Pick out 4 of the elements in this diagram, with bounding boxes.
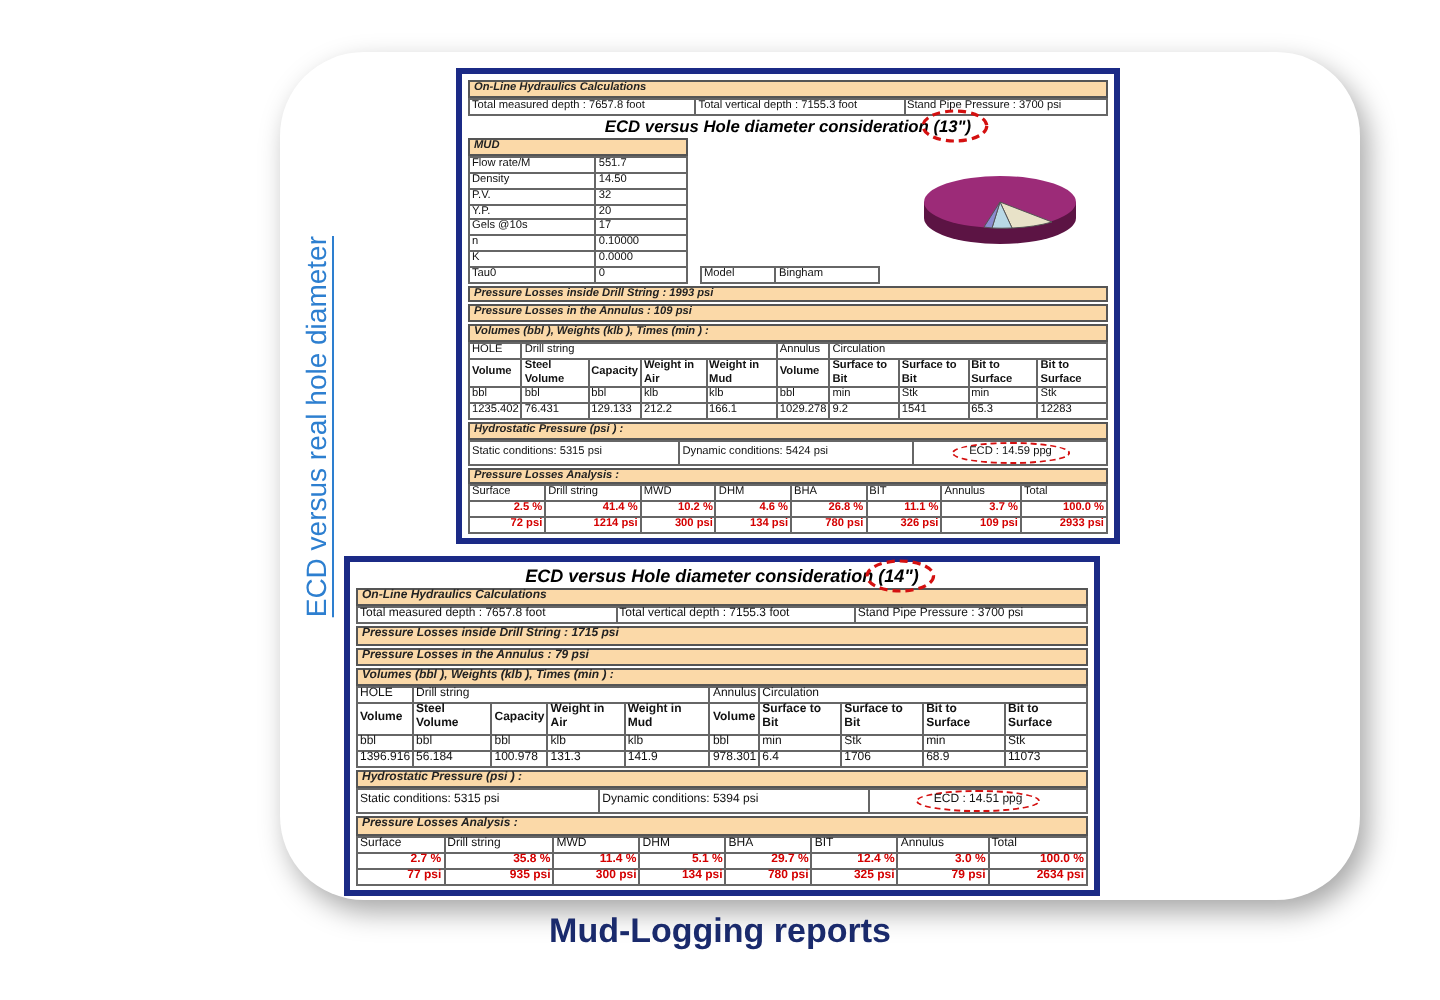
report-heading: ECD versus Hole diameter consideration (13")	[602, 119, 974, 133]
report-heading: ECD versus Hole diameter consideration (14")	[523, 569, 921, 584]
page-title: Mud-Logging reports	[549, 912, 891, 950]
side-heading: ECD versus real hole diameter	[300, 236, 332, 618]
